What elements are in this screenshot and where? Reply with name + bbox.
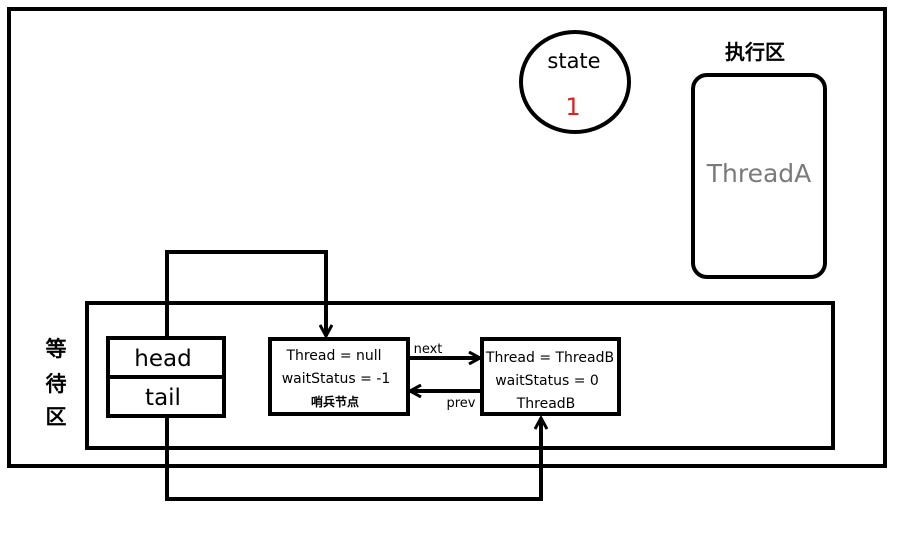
sentinel-node: Thread = null waitStatus = -1 哨兵节点 xyxy=(268,337,410,416)
prev-link-label: prev xyxy=(446,396,475,411)
sentinel-node-caption: 哨兵节点 xyxy=(311,394,359,409)
waiting-area-label: 等 待 区 xyxy=(46,336,67,429)
thread-b-node: Thread = ThreadB waitStatus = 0 ThreadB xyxy=(480,337,621,416)
sentinel-node-box xyxy=(268,337,410,416)
state-label: state xyxy=(547,49,600,73)
next-link-label: next xyxy=(414,342,443,357)
state-circle xyxy=(519,30,631,134)
thread-b-node-wait-status: waitStatus = 0 xyxy=(495,373,599,389)
thread-b-node-name: ThreadB xyxy=(516,396,576,412)
tail-label: tail xyxy=(145,385,181,411)
execution-area-label: 执行区 xyxy=(725,40,785,64)
head-cell xyxy=(106,336,226,379)
sentinel-node-thread: Thread = null xyxy=(285,348,381,364)
tail-pointer-arrow xyxy=(165,416,541,501)
waiting-area-label-char-1: 等 xyxy=(46,336,67,361)
tail-cell xyxy=(106,375,226,418)
execution-area: 执行区 ThreadA xyxy=(691,40,827,279)
head-pointer-arrow xyxy=(165,250,326,338)
waiting-area-box xyxy=(85,301,835,450)
outer-frame xyxy=(7,7,887,468)
sentinel-node-wait-status: waitStatus = -1 xyxy=(282,371,391,387)
head-tail-box: head tail xyxy=(106,336,226,418)
waiting-area-label-char-2: 待 xyxy=(46,371,67,396)
state-indicator: state 1 xyxy=(519,30,631,134)
thread-b-node-thread: Thread = ThreadB xyxy=(485,350,614,366)
thread-b-node-box xyxy=(480,337,621,416)
execution-thread-label: ThreadA xyxy=(706,159,812,188)
head-label: head xyxy=(134,346,191,372)
waiting-area-label-char-3: 区 xyxy=(46,404,67,429)
execution-area-box xyxy=(691,73,827,279)
state-value: 1 xyxy=(565,93,580,121)
